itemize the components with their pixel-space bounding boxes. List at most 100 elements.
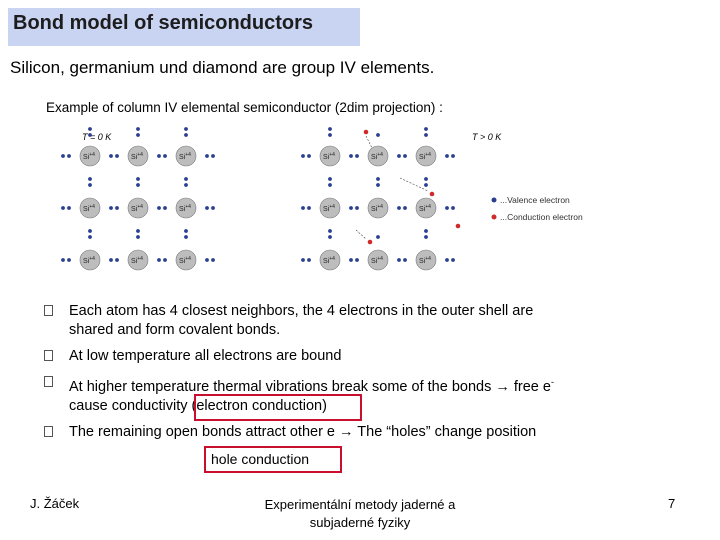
valence-electron [136,229,140,233]
footer-author: J. Žáček [30,496,80,511]
valence-electron [184,177,188,181]
valence-electron [157,206,161,210]
bullet-marker [44,305,53,316]
valence-electron [115,154,119,158]
valence-electron [88,127,92,131]
conduction-electron [429,191,435,197]
valence-electron [88,235,92,239]
valence-electron [451,206,455,210]
valence-electron [424,183,428,187]
valence-electron [301,258,305,262]
conduction-electron [367,239,373,245]
si-atom: Si+4 [367,249,389,271]
si-atom: Si+4 [79,145,101,167]
valence-electron [403,258,407,262]
valence-electron [397,154,401,158]
valence-electron [445,258,449,262]
valence-electron [184,183,188,187]
bullet-holes: The remaining open bonds attract other e… [44,423,604,442]
si-atom: Si+4 [79,249,101,271]
electron-path-arrow [355,229,367,240]
valence-electron [349,206,353,210]
valence-electron [376,183,380,187]
figure-caption: Example of column IV elemental semicondu… [46,100,443,115]
valence-electron [109,258,113,262]
svg-text:Si+4: Si+4 [419,204,431,213]
valence-electron [424,177,428,181]
electron-path-arrow [365,135,373,149]
svg-text:Si+4: Si+4 [419,152,431,161]
valence-electron [88,183,92,187]
svg-text:Si+4: Si+4 [131,204,143,213]
valence-electron [157,154,161,158]
valence-electron [328,183,332,187]
bullet-text: At low temperature all electrons are bou… [69,348,342,364]
conduction-electron [363,129,369,135]
valence-electron [307,258,311,262]
valence-electron [136,183,140,187]
svg-text:Si+4: Si+4 [83,256,95,265]
valence-electron [424,235,428,239]
valence-electron [109,206,113,210]
bullet-high-temp: At higher temperature thermal vibrations… [44,373,604,416]
hole-conduction-label: hole conduction [211,451,310,467]
svg-text:Si+4: Si+4 [419,256,431,265]
title-bar [8,8,360,46]
conduction-electrons [355,129,461,245]
valence-electron [355,206,359,210]
valence-electron [88,133,92,137]
bullet-text: cause conductivity (electron conduction) [69,397,327,414]
valence-electron [403,154,407,158]
valence-electron [163,258,167,262]
valence-electron [328,127,332,131]
valence-electron [61,206,65,210]
si-atom: Si+4 [319,145,341,167]
valence-electron [211,154,215,158]
bullet-text: At higher temperature thermal vibrations… [69,378,551,395]
svg-text:Si+4: Si+4 [323,256,335,265]
si-atom: Si+4 [319,249,341,271]
valence-electron [115,258,119,262]
electron-conduction-highlight [194,394,362,421]
footer-course: Experimentální metody jaderné a subjader… [264,497,456,530]
svg-text:Si+4: Si+4 [131,152,143,161]
valence-electron [301,154,305,158]
valence-electron [136,235,140,239]
si-atom: Si+4 [319,197,341,219]
svg-text:Si+4: Si+4 [371,152,383,161]
valence-electron [376,133,380,137]
svg-text:Si+4: Si+4 [323,152,335,161]
valence-electron [184,229,188,233]
page-number: 7 [668,496,676,511]
valence-electron [88,177,92,181]
legend-conduction-label: ...Conduction electron [500,212,583,222]
legend-valence-label: ...Valence electron [500,195,570,205]
valence-electron [445,154,449,158]
bullet-marker [44,376,53,387]
left-temp-label: T = 0 K [82,132,112,142]
si-atom: Si+4 [127,197,149,219]
valence-electron [328,235,332,239]
valence-electron [307,154,311,158]
slide-title: Bond model of semiconductors [13,12,314,34]
valence-electron [445,206,449,210]
svg-text:Si+4: Si+4 [131,256,143,265]
valence-electron [328,177,332,181]
valence-electron [163,154,167,158]
valence-electron [205,206,209,210]
valence-electron [424,229,428,233]
valence-electron [184,133,188,137]
valence-electron [349,154,353,158]
bullet-text: shared and form covalent bonds. [69,322,281,338]
valence-electron [109,154,113,158]
bullet-list: Each atom has 4 closest neighbors, the 4… [44,302,604,449]
valence-electron [136,127,140,131]
valence-electron [211,206,215,210]
valence-electron [88,229,92,233]
bullet-marker [44,350,53,361]
legend-conduction-dot [491,214,497,220]
valence-electron [67,258,71,262]
si-atom: Si+4 [175,249,197,271]
si-atom: Si+4 [127,145,149,167]
